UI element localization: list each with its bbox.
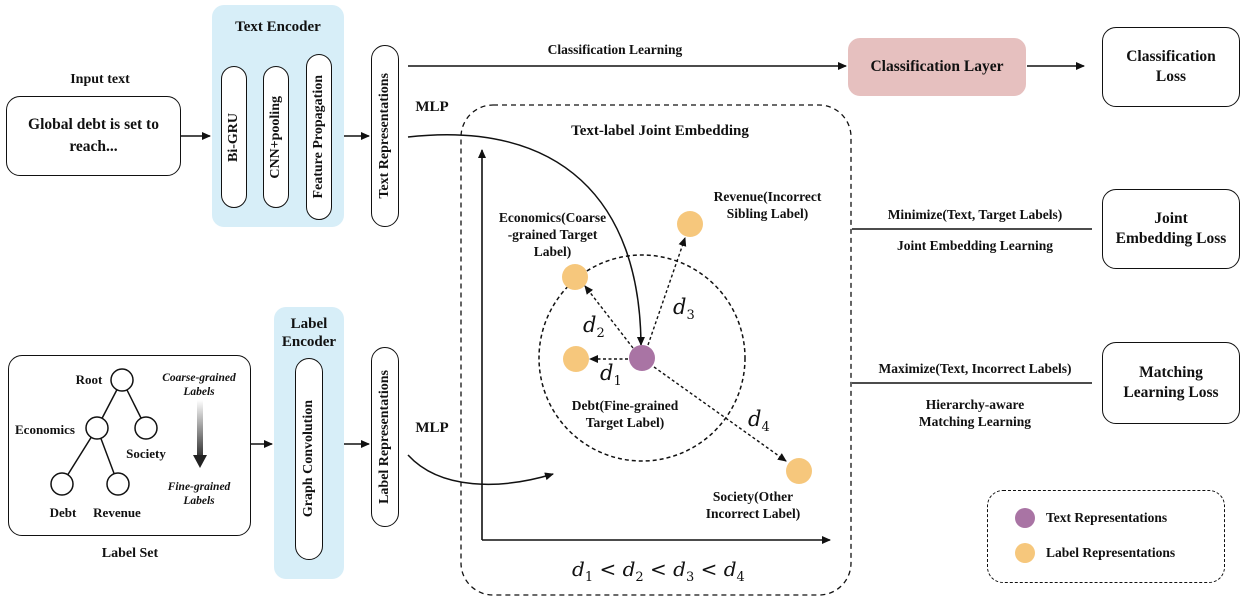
debt-label-line2: Target Label) — [585, 415, 665, 430]
economics-point-label: Economics(Coarse -grained Target Label) — [480, 209, 625, 260]
classification-layer-box: Classification Layer — [848, 38, 1026, 96]
joint-loss-line2: Embedding Loss — [1115, 230, 1227, 247]
tree-label-debt: Debt — [49, 505, 77, 520]
joint-embedding-learning-label: Joint Embedding Learning — [896, 238, 1054, 253]
debt-point-label: Debt(Fine-grained Target Label) — [550, 397, 700, 431]
joint-embedding-region — [460, 104, 852, 596]
label-encoder-title-line2: Encoder — [281, 334, 337, 350]
joint-embedding-loss-box: Joint Embedding Loss — [1102, 189, 1240, 269]
tree-node-society — [134, 416, 158, 440]
joint-loss-line1: Joint — [1154, 210, 1188, 227]
society-point — [786, 458, 812, 484]
graph-convolution-layer: Graph Convolution — [295, 358, 323, 560]
society-label-line2: Incorrect Label) — [705, 506, 801, 521]
hierarchy-aware-learning-label: Hierarchy-aware Matching Learning — [870, 396, 1080, 430]
label-encoder-title-line1: Label — [290, 316, 328, 332]
input-text-value: Global debt is set to reach... — [28, 116, 159, 155]
matching-loss-box: Matching Learning Loss — [1102, 342, 1240, 424]
tree-node-root — [110, 368, 134, 392]
mlp-top-label: MLP — [415, 99, 449, 115]
label-tree — [50, 368, 158, 496]
text-point — [629, 345, 655, 371]
coarse-grained-labels-text: Coarse-grained Labels — [154, 371, 244, 399]
distance-d4: d4 — [748, 407, 770, 436]
label-encoder-title: Label Encoder — [274, 315, 344, 351]
target-region-circle — [538, 254, 746, 462]
revenue-label-line1: Revenue(Incorrect — [713, 189, 822, 204]
label-representations-pill: Label Representations — [371, 347, 399, 527]
classification-layer-label: Classification Layer — [870, 58, 1004, 75]
cnn-pooling-layer: CNN+pooling — [263, 66, 289, 208]
mlp-curve-label — [407, 454, 554, 486]
hier-learning-line2: Matching Learning — [918, 414, 1032, 429]
legend-box — [987, 490, 1225, 583]
joint-embedding-title: Text-label Joint Embedding — [571, 123, 749, 139]
legend-text-marker — [1015, 508, 1035, 528]
hier-learning-line1: Hierarchy-aware — [925, 397, 1025, 412]
tree-node-debt — [50, 472, 74, 496]
label-set-caption: Label Set — [101, 546, 159, 561]
distance-d3: d3 — [673, 295, 695, 324]
debt-point — [563, 346, 589, 372]
economics-label-line1: Economics(Coarse — [498, 210, 607, 225]
granularity-arrow-shaft — [197, 400, 203, 456]
legend-label-marker — [1015, 543, 1035, 563]
tree-label-economics: Economics — [15, 422, 75, 437]
input-text-heading: Input text — [70, 72, 130, 87]
text-representations-pill: Text Representations — [371, 45, 399, 227]
text-encoder-title: Text Encoder — [235, 19, 321, 35]
fine-line1: Fine-grained — [167, 481, 231, 493]
society-label-line1: Society(Other — [712, 489, 794, 504]
granularity-arrow-head — [193, 455, 207, 468]
minimize-label: Minimize(Text, Target Labels) — [887, 207, 1063, 222]
classification-loss-line1: Classification — [1126, 48, 1216, 65]
society-point-label: Society(Other Incorrect Label) — [678, 488, 828, 522]
tree-label-revenue: Revenue — [93, 505, 141, 520]
mlp-bottom-label: MLP — [415, 420, 449, 436]
tree-label-root: Root — [75, 372, 103, 387]
fine-grained-labels-text: Fine-grained Labels — [154, 480, 244, 508]
arrow-d3 — [647, 237, 687, 346]
distance-inequality: d1 < d2 < d3 < d4 — [572, 557, 745, 585]
revenue-point-label: Revenue(Incorrect Sibling Label) — [695, 188, 840, 222]
coarse-line1: Coarse-grained — [162, 372, 236, 384]
maximize-label: Maximize(Text, Incorrect Labels) — [878, 361, 1072, 376]
classification-loss-box: Classification Loss — [1102, 27, 1240, 107]
coarse-line2: Labels — [183, 386, 215, 398]
revenue-label-line2: Sibling Label) — [726, 206, 809, 221]
bi-gru-layer: Bi-GRU — [221, 66, 247, 208]
economics-point — [562, 264, 588, 290]
revenue-point — [677, 211, 703, 237]
matching-loss-line1: Matching — [1139, 364, 1203, 381]
economics-label-line3: Label) — [533, 244, 572, 259]
legend-text-repr-label: Text Representations — [1046, 510, 1168, 525]
arrow-d4 — [653, 366, 787, 462]
classification-loss-line2: Loss — [1155, 68, 1187, 85]
economics-label-line2: -grained Target — [507, 227, 598, 242]
classification-learning-label: Classification Learning — [547, 42, 683, 57]
distance-d2: d2 — [583, 313, 605, 342]
fine-line2: Labels — [183, 495, 215, 507]
input-text-box: Global debt is set to reach... — [6, 96, 181, 176]
distance-d1: d1 — [600, 361, 622, 390]
tree-node-economics — [85, 416, 109, 440]
arrow-d2 — [584, 285, 634, 349]
tree-label-society: Society — [126, 446, 166, 461]
tree-node-revenue — [106, 472, 130, 496]
matching-loss-line2: Learning Loss — [1123, 384, 1219, 401]
feature-propagation-layer: Feature Propagation — [306, 54, 332, 220]
legend-label-repr-label: Label Representations — [1046, 545, 1176, 560]
mlp-curve-text — [407, 134, 645, 346]
debt-label-line1: Debt(Fine-grained — [571, 398, 679, 413]
